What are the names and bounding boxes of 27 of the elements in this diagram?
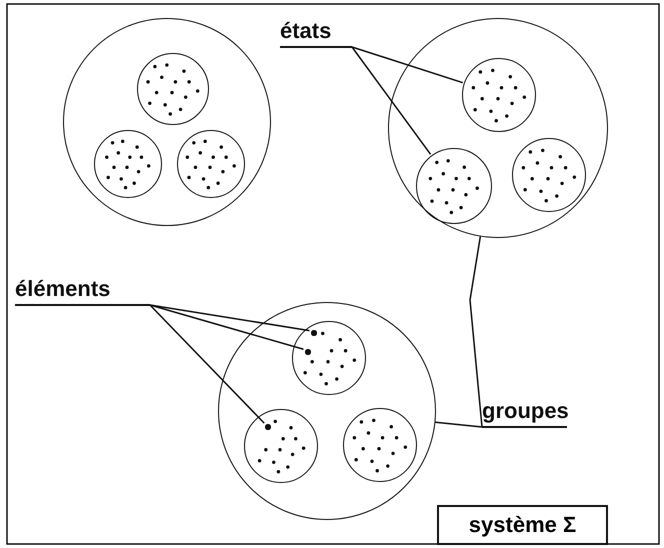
group-circle [388, 18, 608, 238]
label-text: système Σ [468, 512, 576, 538]
leader-line [150, 304, 304, 350]
state-circle [94, 130, 162, 198]
state-circle [177, 130, 245, 198]
state-circle [416, 148, 492, 224]
leader-line [150, 304, 310, 332]
title-box [437, 505, 608, 545]
group-circle [63, 18, 271, 226]
leader-line [351, 46, 432, 155]
state-circle [512, 138, 586, 212]
leader-line [352, 46, 463, 84]
state-circle [462, 58, 536, 132]
underlined-label: groupes [482, 398, 567, 428]
underlined-label: états [280, 18, 352, 48]
element-dot [265, 424, 271, 430]
element-dot [311, 330, 317, 336]
group-circle [218, 302, 436, 520]
state-circle [343, 408, 417, 482]
element-dot [305, 349, 311, 355]
state-circle [137, 53, 209, 125]
leader-line [435, 421, 482, 428]
underlined-label: éléments [15, 276, 150, 306]
leader-line [149, 304, 265, 424]
leader-line [469, 236, 483, 428]
state-circle [292, 321, 366, 395]
state-circle [244, 409, 318, 483]
